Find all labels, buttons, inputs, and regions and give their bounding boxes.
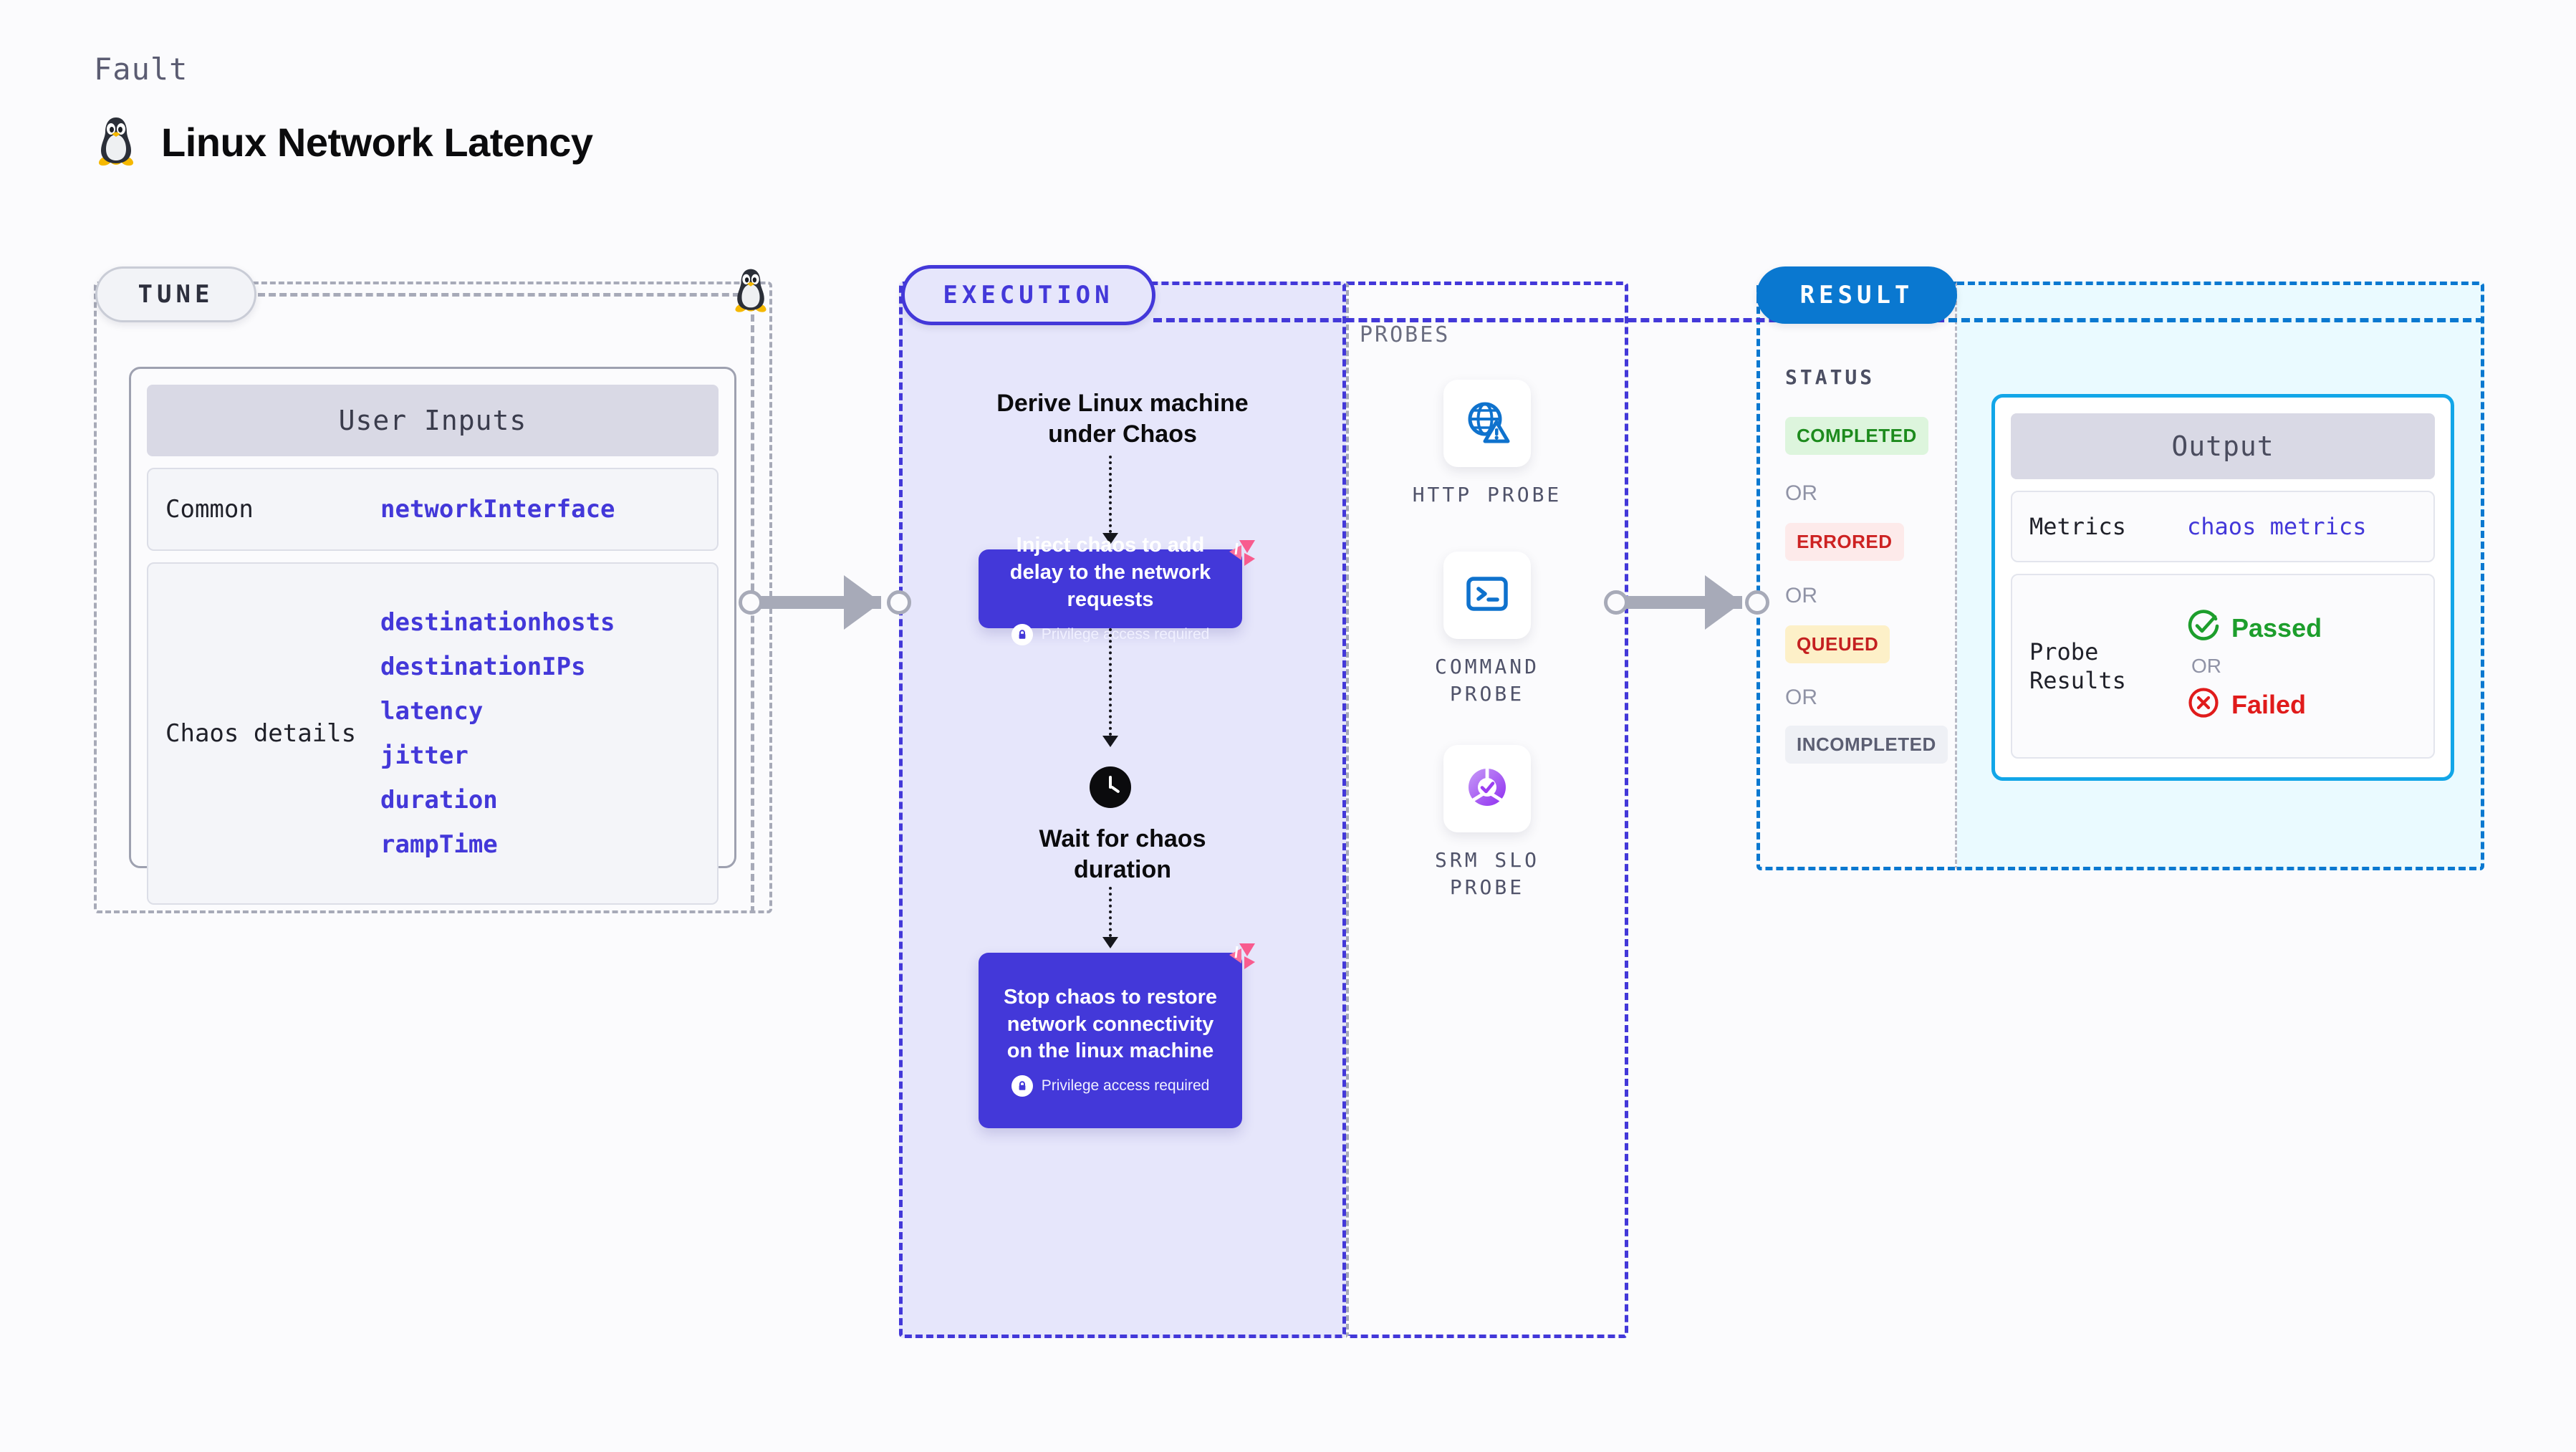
litmus-logo-icon: [1218, 539, 1258, 572]
tune-row-common: Common networkInterface: [147, 468, 719, 551]
tune-top-dashed-link: [258, 293, 751, 297]
litmus-logo-icon: [1218, 942, 1258, 975]
status-or-3: OR: [1785, 686, 1817, 709]
terminal-icon: [1465, 574, 1509, 617]
execution-step-stop-chaos-note-text: Privilege access required: [1041, 1077, 1210, 1095]
probe-command-label: COMMAND PROBE: [1434, 655, 1539, 706]
result-section-pill[interactable]: RESULT: [1756, 266, 1957, 324]
status-badge-completed: COMPLETED: [1785, 417, 1928, 455]
tune-value-destinationips[interactable]: destinationIPs: [380, 653, 586, 681]
linux-penguin-marker-icon: [731, 266, 771, 319]
flow-arrowhead-3: [1102, 937, 1118, 948]
execution-step-stop-chaos-note: Privilege access required: [1011, 1075, 1210, 1097]
lock-icon: [1011, 623, 1033, 645]
probe-srm-slo-label: SRM SLO PROBE: [1434, 848, 1539, 899]
probe-http-label: HTTP PROBE: [1412, 483, 1562, 506]
execution-step-wait-label: Wait for chaos duration: [1039, 825, 1206, 883]
x-circle-icon: [2187, 686, 2220, 723]
status-or-1: OR: [1785, 481, 1817, 505]
status-label: STATUS: [1785, 365, 1875, 389]
lock-icon: [1011, 1075, 1033, 1097]
status-badge-errored: ERRORED: [1785, 523, 1904, 561]
tune-value-jitter[interactable]: jitter: [380, 741, 468, 770]
probe-http-tile[interactable]: [1443, 380, 1531, 467]
output-probe-results-key: Probe Results: [2029, 638, 2126, 694]
tune-value-networkinterface[interactable]: networkInterface: [380, 495, 615, 524]
check-circle-icon: [2187, 610, 2220, 646]
probe-command-tile[interactable]: [1443, 552, 1531, 639]
tune-row-chaos-details: Chaos details destinationhosts destinati…: [147, 562, 719, 905]
probe-http[interactable]: HTTP PROBE: [1394, 380, 1580, 509]
flow-arrowhead-1: [1102, 533, 1118, 544]
clock-icon: [1090, 766, 1131, 808]
execution-top-dashed-link: [1153, 318, 1957, 322]
probe-command[interactable]: COMMAND PROBE: [1394, 552, 1580, 708]
tune-section-pill[interactable]: TUNE: [95, 266, 256, 322]
output-card-title: Output: [2011, 413, 2435, 479]
srm-slo-donut-check-icon: [1464, 764, 1510, 814]
tune-row-chaos-details-key: Chaos details: [165, 719, 357, 748]
status-badge-incompleted: INCOMPLETED: [1785, 726, 1948, 764]
output-metrics-value[interactable]: chaos metrics: [2187, 513, 2367, 540]
execution-step-inject-chaos-title: Inject chaos to add delay to the network…: [1009, 534, 1211, 611]
probe-srm-slo[interactable]: SRM SLO PROBE: [1394, 745, 1580, 901]
output-row-metrics: Metrics chaos metrics: [2011, 491, 2435, 562]
probe-result-passed: Passed: [2187, 610, 2322, 646]
execution-step-inject-chaos-note: Privilege access required: [1011, 623, 1210, 645]
flow-connector-3: [1109, 887, 1112, 937]
linux-penguin-icon: [94, 115, 138, 169]
flow-arrowhead-2: [1102, 736, 1118, 747]
globe-warning-icon: [1464, 398, 1511, 449]
execution-section-pill[interactable]: EXECUTION: [901, 265, 1155, 325]
probe-srm-slo-tile[interactable]: [1443, 745, 1531, 832]
flow-connector-2: [1109, 628, 1112, 736]
status-or-2: OR: [1785, 584, 1817, 607]
output-probe-results-values: Passed OR Failed: [2187, 610, 2322, 723]
tune-row-chaos-details-values: destinationhosts destinationIPs latency …: [380, 608, 615, 859]
tune-row-common-key: Common: [165, 495, 254, 524]
tune-value-latency[interactable]: latency: [380, 697, 484, 726]
probe-result-failed-label: Failed: [2231, 689, 2307, 719]
execution-step-derive-label: Derive Linux machine under Chaos: [996, 390, 1249, 448]
output-card: Output Metrics chaos metrics Probe Resul…: [1991, 394, 2454, 781]
output-metrics-key: Metrics: [2029, 513, 2126, 540]
output-row-probe-results: Probe Results Passed OR: [2011, 574, 2435, 759]
flow-connector-1: [1109, 456, 1112, 533]
user-inputs-card: User Inputs Common networkInterface Chao…: [129, 367, 736, 905]
probe-result-failed: Failed: [2187, 686, 2322, 723]
execution-step-stop-chaos-title: Stop chaos to restore network connectivi…: [1003, 985, 1218, 1063]
tune-value-duration[interactable]: duration: [380, 786, 498, 814]
tune-value-ramptime[interactable]: rampTime: [380, 830, 498, 859]
tune-row-common-values: networkInterface: [380, 495, 615, 524]
tune-value-destinationhosts[interactable]: destinationhosts: [380, 608, 615, 637]
user-inputs-card-title: User Inputs: [147, 385, 719, 456]
result-top-dashed-link: [1948, 318, 2484, 322]
probe-result-or: OR: [2191, 655, 2221, 677]
page-title: Linux Network Latency: [161, 119, 593, 165]
probes-section-title: PROBES: [1360, 322, 1451, 347]
execution-step-inject-chaos-box[interactable]: Inject chaos to add delay to the network…: [979, 534, 1242, 645]
execution-step-stop-chaos-box[interactable]: Stop chaos to restore network connectivi…: [979, 953, 1242, 1128]
page-title-row: Linux Network Latency: [94, 115, 593, 169]
execution-step-inject-chaos-note-text: Privilege access required: [1041, 625, 1210, 643]
fault-kicker: Fault: [94, 52, 188, 87]
probe-result-passed-label: Passed: [2231, 612, 2322, 643]
execution-section-panel: [899, 282, 1346, 1338]
status-badge-queued: QUEUED: [1785, 625, 1890, 663]
